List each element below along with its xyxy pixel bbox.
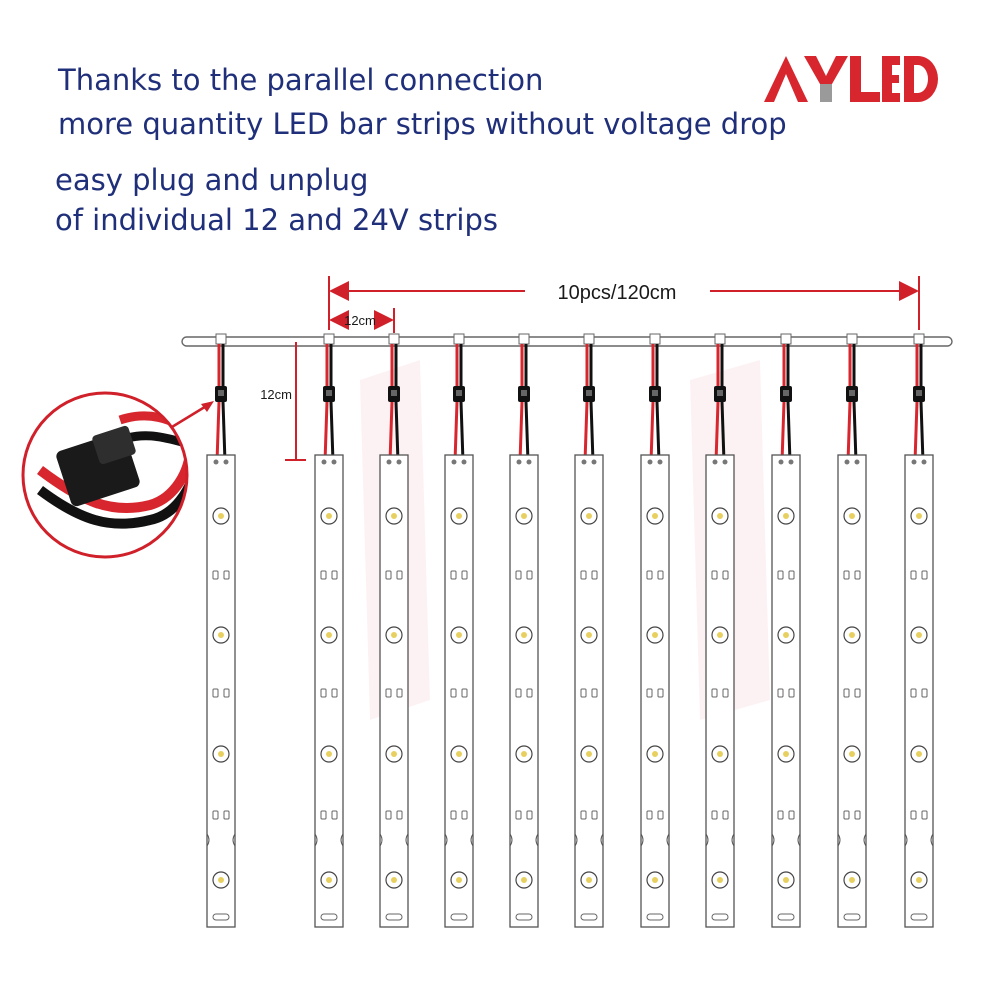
headline-line-4: of individual 12 and 24V strips: [55, 203, 498, 237]
led-strip: [837, 333, 867, 928]
led-strip: [705, 333, 735, 928]
pitch-label: 12cm: [344, 313, 376, 328]
led-strip: [640, 333, 670, 928]
led-strip: [206, 333, 236, 928]
led-strip: [444, 333, 474, 928]
led-strip: [771, 333, 801, 928]
headline-line-2: more quantity LED bar strips without vol…: [58, 107, 787, 141]
headline-line-1: Thanks to the parallel connection: [58, 63, 544, 97]
led-strip: [574, 333, 604, 928]
headline-line-3: easy plug and unplug: [55, 163, 369, 197]
drop-length-label: 12cm: [260, 387, 292, 402]
ayled-logo-icon: [764, 56, 938, 102]
connector-magnifier-icon: [21, 391, 214, 559]
led-strip: [314, 333, 344, 928]
led-strip: [379, 333, 409, 928]
led-strip-array: [206, 333, 934, 928]
led-strip: [904, 333, 934, 928]
total-span-label: 10pcs/120cm: [558, 282, 677, 304]
bus-cable: [181, 336, 953, 347]
led-strip: [509, 333, 539, 928]
